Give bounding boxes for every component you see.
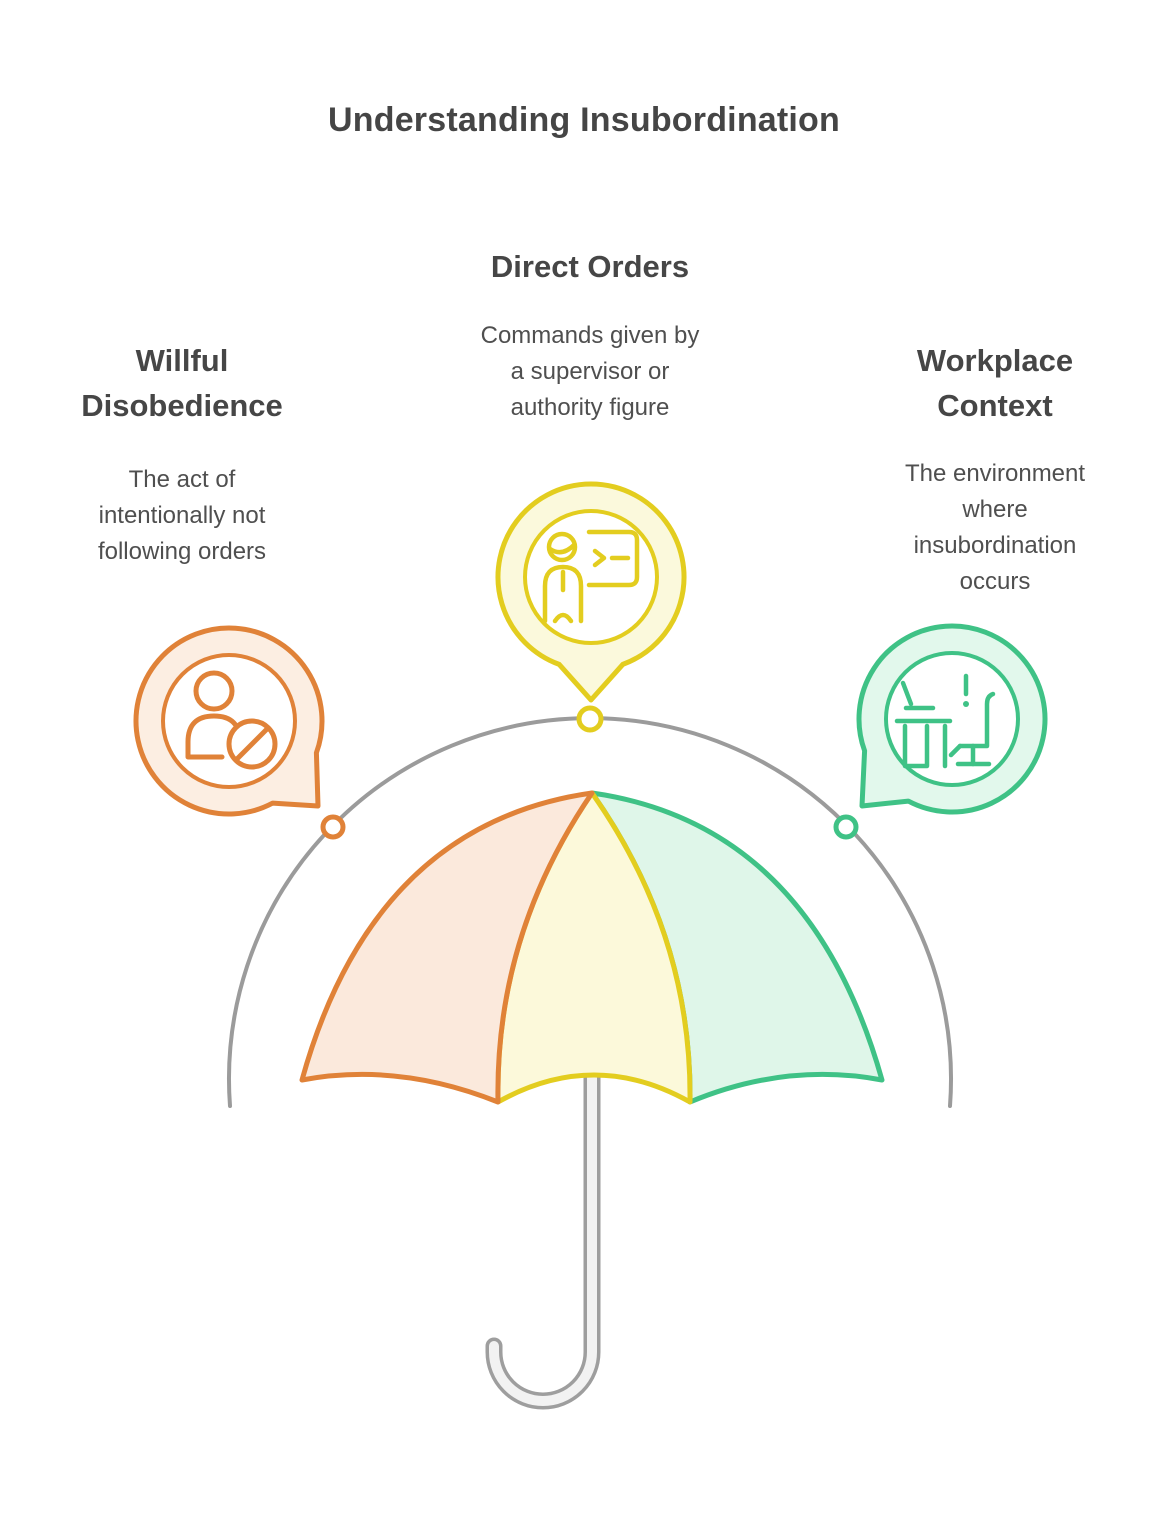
section-description-direct-orders: Commands given by a supervisor or author…: [480, 322, 700, 421]
page-title: Understanding Insubordination: [328, 101, 840, 139]
office-desk-chair-icon: [856, 623, 1048, 815]
umbrella-canopy: [299, 790, 885, 1105]
section-description-workplace-context: The environment where insubordination oc…: [904, 460, 1086, 595]
section-heading-workplace-context: Workplace Context: [916, 343, 1074, 423]
section-description-willful-disobedience: The act of intentionally not following o…: [97, 466, 267, 565]
section-heading-willful-disobedience: Willful Disobedience: [81, 343, 283, 423]
arc-node-willful-disobedience: [320, 814, 346, 840]
supervisor-command-board-icon: [495, 481, 687, 703]
umbrella-panel-willful-disobedience: [299, 790, 595, 1105]
section-heading-direct-orders: Direct Orders: [490, 249, 690, 284]
arc-node-direct-orders: [576, 705, 604, 733]
umbrella-handle: [485, 1067, 601, 1410]
person-blocked-icon: [133, 625, 325, 817]
arc-node-workplace-context: [833, 814, 859, 840]
